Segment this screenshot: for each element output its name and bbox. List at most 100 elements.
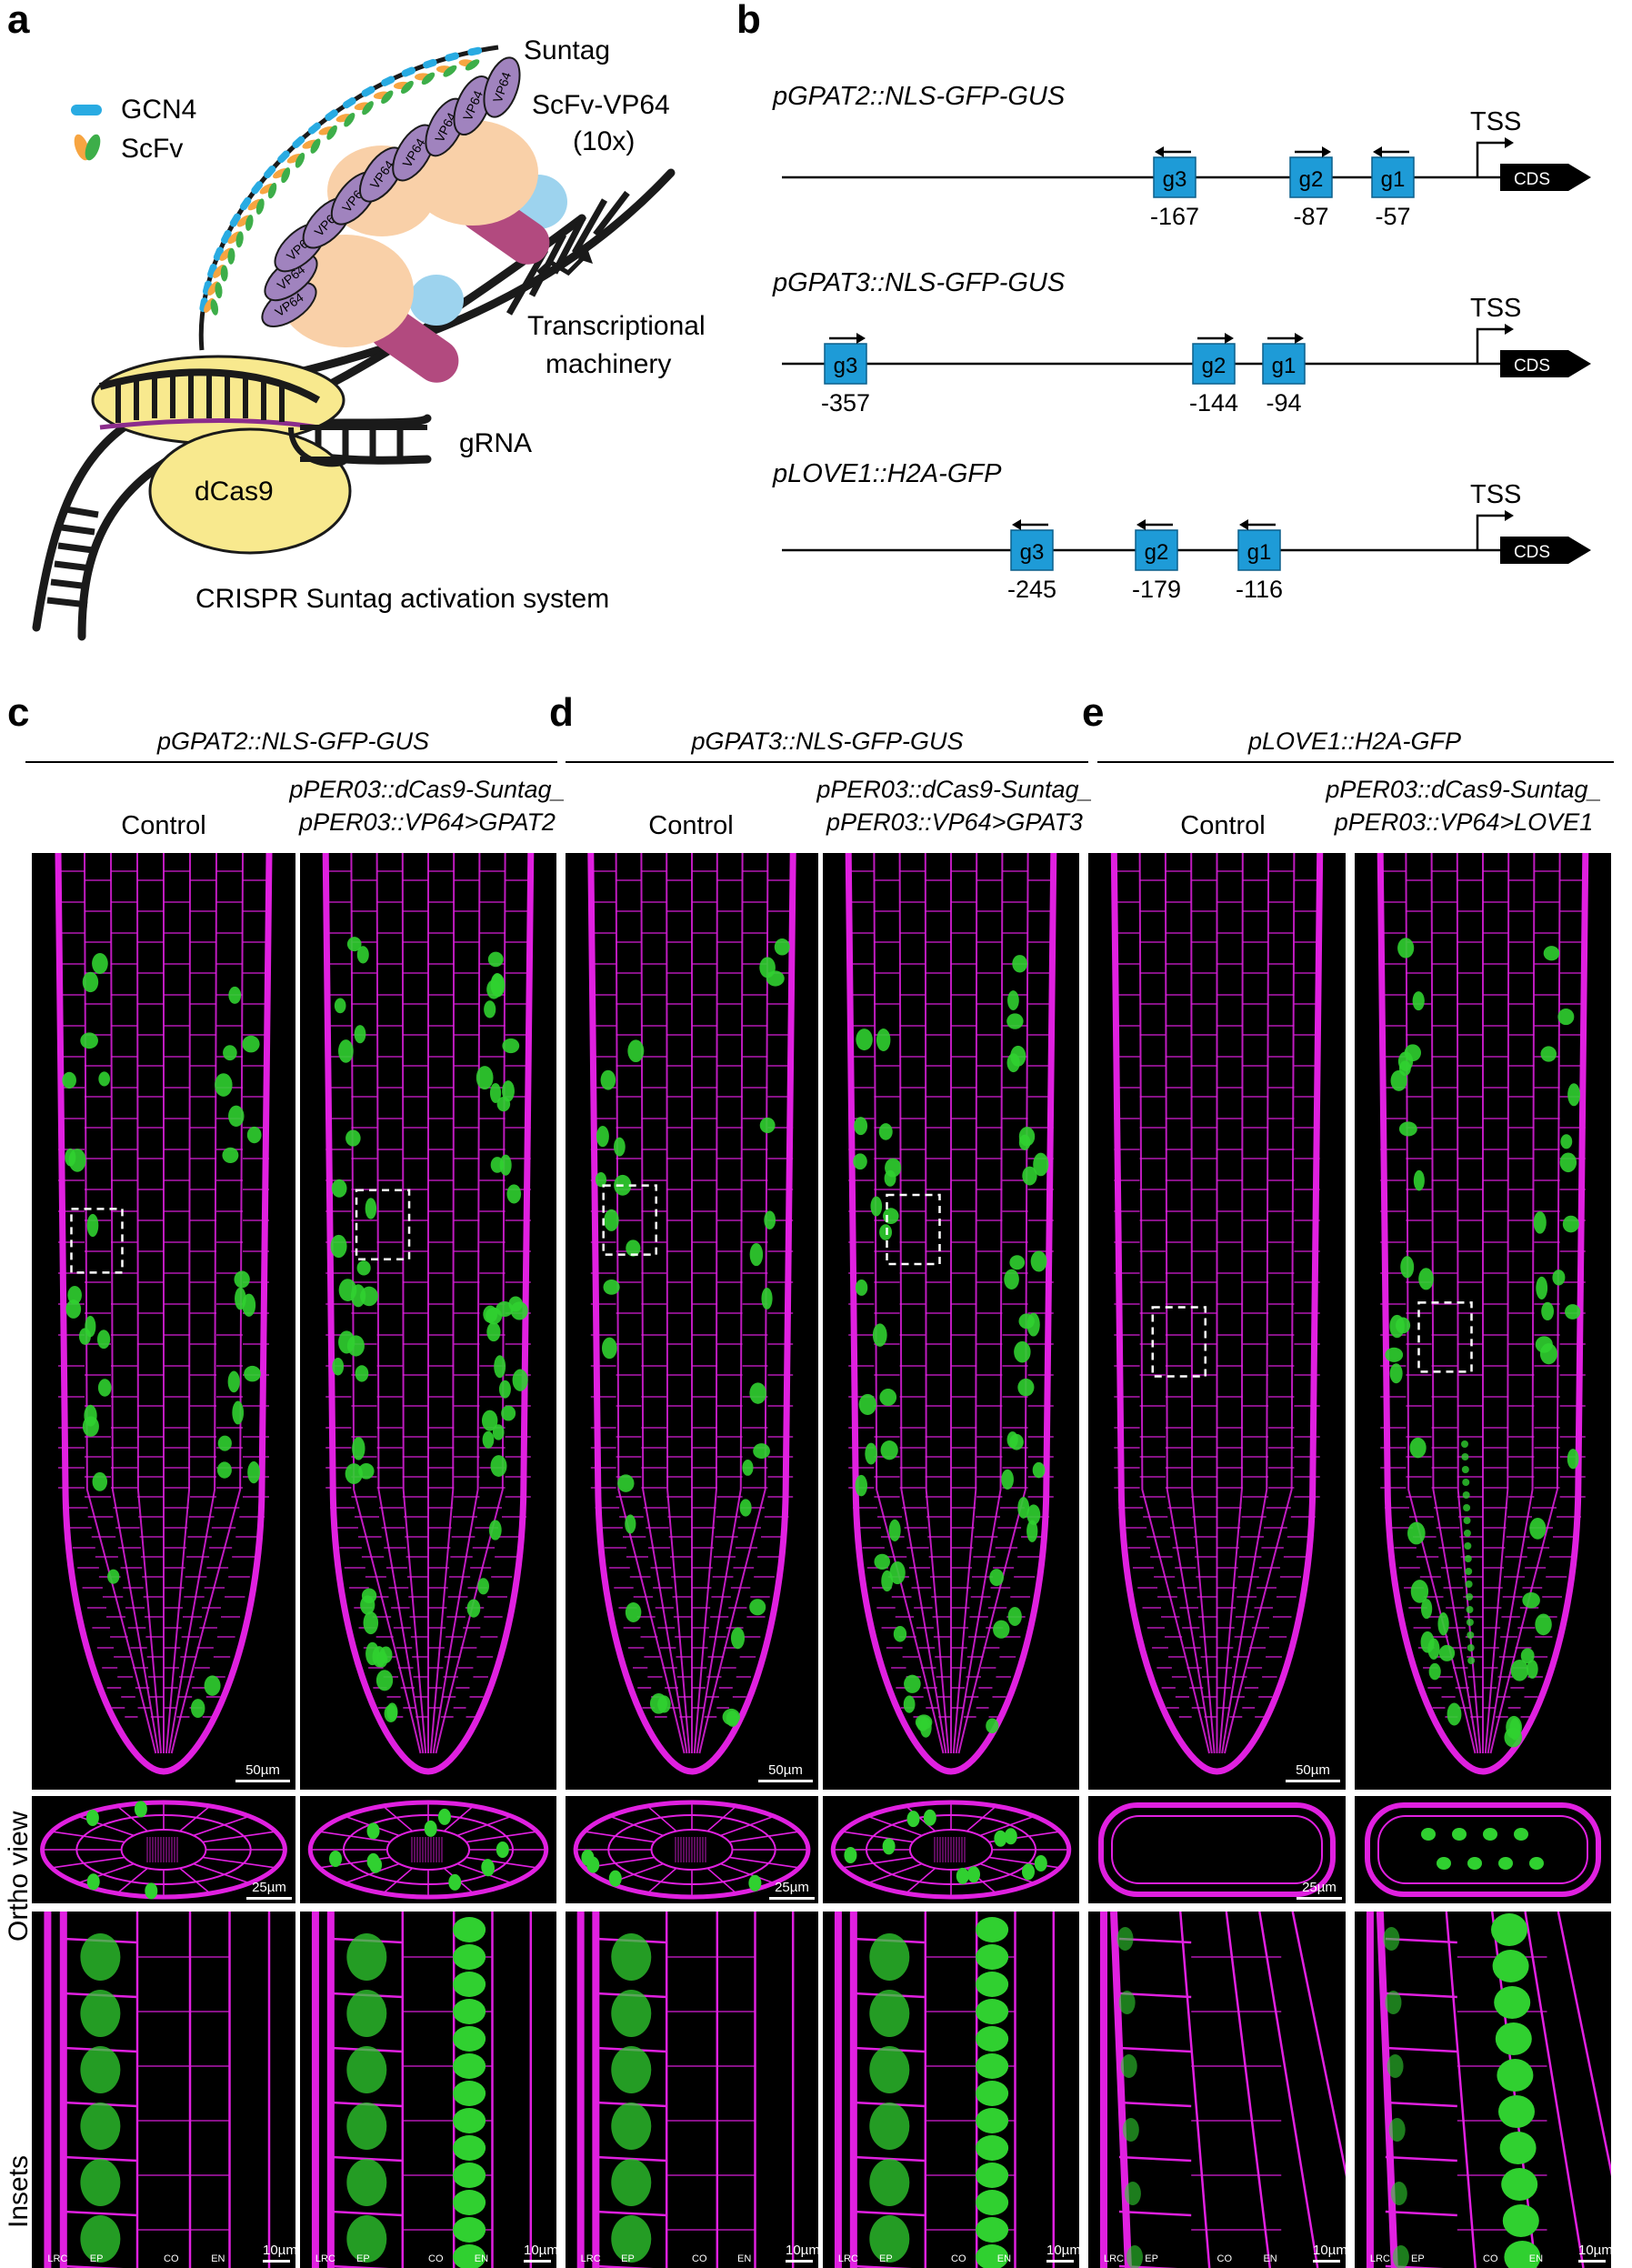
- gfp-nucleus: [107, 1569, 120, 1584]
- gfp-nucleus: [855, 1280, 868, 1296]
- ortho-view-image: 25µm: [1088, 1796, 1346, 1903]
- gfp-nucleus: [92, 1471, 108, 1491]
- gfp-nucleus: [1385, 1347, 1404, 1362]
- gfp-nucleus: [453, 2053, 486, 2079]
- gfp-nucleus: [506, 1184, 522, 1204]
- cds-label: CDS: [1514, 543, 1550, 562]
- gfp-nucleus: [1467, 1644, 1475, 1651]
- panel-c-letter: c: [7, 690, 30, 735]
- gfp-nucleus: [1562, 1215, 1579, 1233]
- panel-b-promoter-maps: pGPAT2::NLS-GFP-GUSTSSCDSg3-167g2-87g1-5…: [772, 82, 1591, 603]
- gfp-nucleus: [204, 1675, 221, 1696]
- gfp-nucleus: [1007, 1606, 1022, 1626]
- cell-file-wall: [1445, 1912, 1477, 2268]
- gfp-nucleus: [614, 1137, 626, 1157]
- gfp-nucleus: [330, 1234, 347, 1259]
- scfv-label: ScFv: [121, 134, 183, 164]
- construct-name: pLOVE1::H2A-GFP: [772, 459, 1002, 488]
- root-outline: [845, 853, 1057, 1775]
- gfp-nucleus: [1467, 1631, 1475, 1639]
- gfp-nucleus: [1427, 1638, 1440, 1660]
- gfp-nucleus: [869, 2102, 910, 2150]
- gfp-nucleus: [1420, 1599, 1433, 1620]
- gfp-nucleus: [923, 1809, 936, 1826]
- guide-position-label: -357: [821, 389, 870, 416]
- gfp-nucleus: [1520, 1648, 1535, 1664]
- gfp-nucleus: [80, 1032, 98, 1049]
- gfp-nucleus: [65, 1300, 82, 1319]
- gfp-nucleus: [1499, 2132, 1537, 2164]
- panel-a-letter: a: [7, 0, 30, 42]
- gfp-nucleus: [512, 1369, 528, 1391]
- inset-scale-bar: 10µm: [1046, 2243, 1079, 2263]
- gfp-nucleus: [85, 1809, 99, 1826]
- gfp-nucleus: [730, 1627, 746, 1650]
- gcn4-epitope: [239, 196, 252, 211]
- gfp-nucleus: [1467, 1657, 1476, 1664]
- scale-bar-line: [769, 1897, 815, 1900]
- scfv-green-lobe: [245, 215, 254, 231]
- gfp-nucleus: [881, 1570, 894, 1592]
- tissue-label-lrc: LRC: [1369, 2253, 1390, 2264]
- tissue-label-ep: EP: [621, 2253, 635, 2264]
- gfp-nucleus: [1390, 2182, 1407, 2205]
- guide-rna-box: g2-179: [1132, 519, 1181, 603]
- gfp-nucleus: [80, 2159, 121, 2206]
- ortho-view-row-label: Ortho view: [4, 1811, 34, 1942]
- tissue-label-lrc: LRC: [47, 2253, 68, 2264]
- root-confocal-image: 50µm: [1088, 853, 1346, 1790]
- cell-file-wall: [1524, 1912, 1585, 2268]
- gfp-nucleus: [242, 1035, 260, 1053]
- gfp-nucleus: [865, 1442, 877, 1465]
- scfv-green-lobe: [267, 182, 277, 199]
- scale-bar-label: 50µm: [245, 1762, 280, 1778]
- panel-d-transgene-title: pPER03::dCas9-Suntag_ pPER03::VP64>GPAT3: [800, 773, 1109, 838]
- gfp-nucleus: [1001, 1469, 1014, 1490]
- scale-bar-line: [786, 2260, 813, 2263]
- gfp-nucleus: [611, 2102, 652, 2150]
- gfp-nucleus: [80, 1990, 121, 2037]
- gfp-nucleus: [346, 937, 362, 952]
- gfp-nucleus: [764, 1210, 776, 1229]
- tissue-label-lrc: LRC: [580, 2253, 601, 2264]
- gfp-nucleus: [749, 1242, 764, 1267]
- gfp-nucleus: [976, 2135, 1009, 2161]
- scale-bar-line: [235, 1780, 290, 1782]
- guide-label: g3: [834, 354, 858, 378]
- gfp-nucleus: [1437, 1857, 1451, 1870]
- gfp-nucleus: [65, 1148, 76, 1167]
- gcn4-label: GCN4: [121, 95, 196, 125]
- gcn4-epitope: [423, 58, 437, 69]
- gfp-nucleus: [369, 1856, 383, 1873]
- gfp-nucleus: [994, 1830, 1007, 1847]
- guide-position-label: -167: [1150, 203, 1199, 230]
- gfp-nucleus: [1461, 1440, 1468, 1448]
- gfp-nucleus: [502, 1080, 515, 1102]
- scale-bar-line: [524, 2260, 551, 2263]
- gfp-nucleus: [355, 1365, 369, 1382]
- gfp-nucleus: [1018, 1127, 1036, 1147]
- gfp-nucleus: [869, 2159, 910, 2206]
- gfp-nucleus: [98, 1071, 111, 1087]
- tissue-label-en: EN: [1528, 2253, 1544, 2264]
- gfp-nucleus: [453, 1944, 486, 1970]
- gfp-nucleus: [774, 938, 790, 956]
- inset-region-box: [886, 1193, 941, 1266]
- gfp-nucleus: [1389, 1314, 1405, 1339]
- guide-position-label: -179: [1132, 576, 1181, 603]
- ortho-scale-bar: 25µm: [246, 1880, 292, 1900]
- scfv-marker: [74, 134, 101, 161]
- gfp-nucleus: [880, 1440, 898, 1460]
- panel-c-transgene-title: pPER03::dCas9-Suntag_ pPER03::VP64>GPAT2: [273, 773, 582, 838]
- dcas9-bound-dna: [98, 368, 321, 430]
- gcn4-epitope: [264, 166, 276, 179]
- gfp-nucleus: [916, 1716, 929, 1731]
- gfp-nucleus: [145, 1882, 158, 1900]
- ortho-root-outline: [1365, 1802, 1601, 1897]
- scfv-green-lobe: [235, 231, 244, 248]
- gfp-nucleus: [1541, 1301, 1555, 1321]
- tissue-label-en: EN: [1263, 2253, 1277, 2264]
- scale-bar-line: [1578, 2260, 1606, 2263]
- gfp-nucleus: [749, 1599, 766, 1616]
- transcription-arrow-icon: [536, 253, 588, 276]
